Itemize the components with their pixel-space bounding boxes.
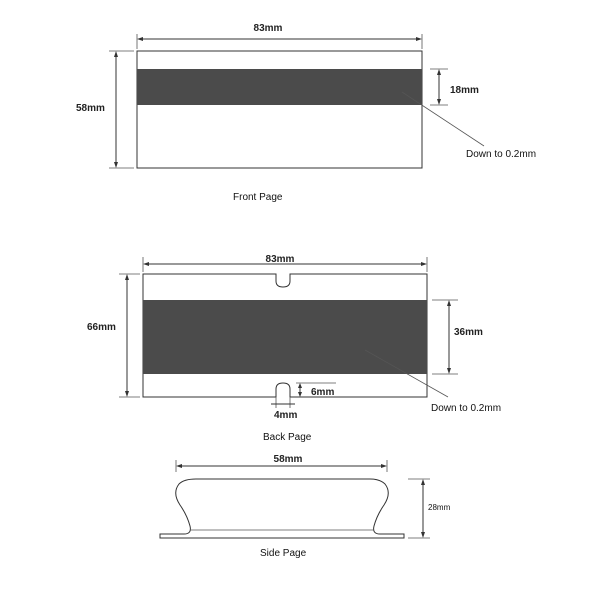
side-height-label: 28mm — [428, 503, 451, 512]
back-note-leader — [364, 349, 449, 398]
front-caption: Front Page — [233, 192, 283, 203]
back-notch-width-label: 4mm — [274, 410, 297, 421]
front-note: Down to 0.2mm — [466, 149, 536, 160]
side-width-label: 58mm — [274, 454, 303, 465]
front-card-outline — [136, 50, 423, 169]
front-band-label: 18mm — [450, 85, 479, 96]
back-view: 83mm 66mm 36mm 6mm — [87, 254, 501, 443]
front-note-leader — [401, 91, 485, 147]
side-caption: Side Page — [260, 548, 307, 559]
back-notch-width-dimension — [271, 397, 295, 408]
front-width-dimension — [136, 34, 423, 49]
back-notch-height-dimension — [296, 382, 336, 397]
side-height-dimension — [408, 478, 430, 539]
back-height-label: 66mm — [87, 322, 116, 333]
side-profile-outline — [159, 478, 405, 539]
back-width-label: 83mm — [266, 254, 295, 265]
back-width-dimension — [142, 257, 428, 272]
front-band-dimension — [430, 68, 448, 106]
front-width-label: 83mm — [254, 23, 283, 34]
back-notch-height-label: 6mm — [311, 387, 334, 398]
front-height-dimension — [109, 50, 134, 169]
back-band-dimension — [432, 299, 458, 375]
front-dark-band — [137, 69, 422, 105]
front-view: 83mm 58mm 18mm Down to 0.2mm Front Page — [76, 23, 536, 203]
back-height-dimension — [119, 273, 140, 398]
front-height-label: 58mm — [76, 103, 105, 114]
side-width-dimension — [175, 460, 388, 472]
back-band-label: 36mm — [454, 327, 483, 338]
back-dark-band — [143, 300, 427, 374]
back-caption: Back Page — [263, 432, 312, 443]
side-view: 58mm 28mm Side Page — [159, 454, 451, 559]
back-note: Down to 0.2mm — [431, 403, 501, 414]
